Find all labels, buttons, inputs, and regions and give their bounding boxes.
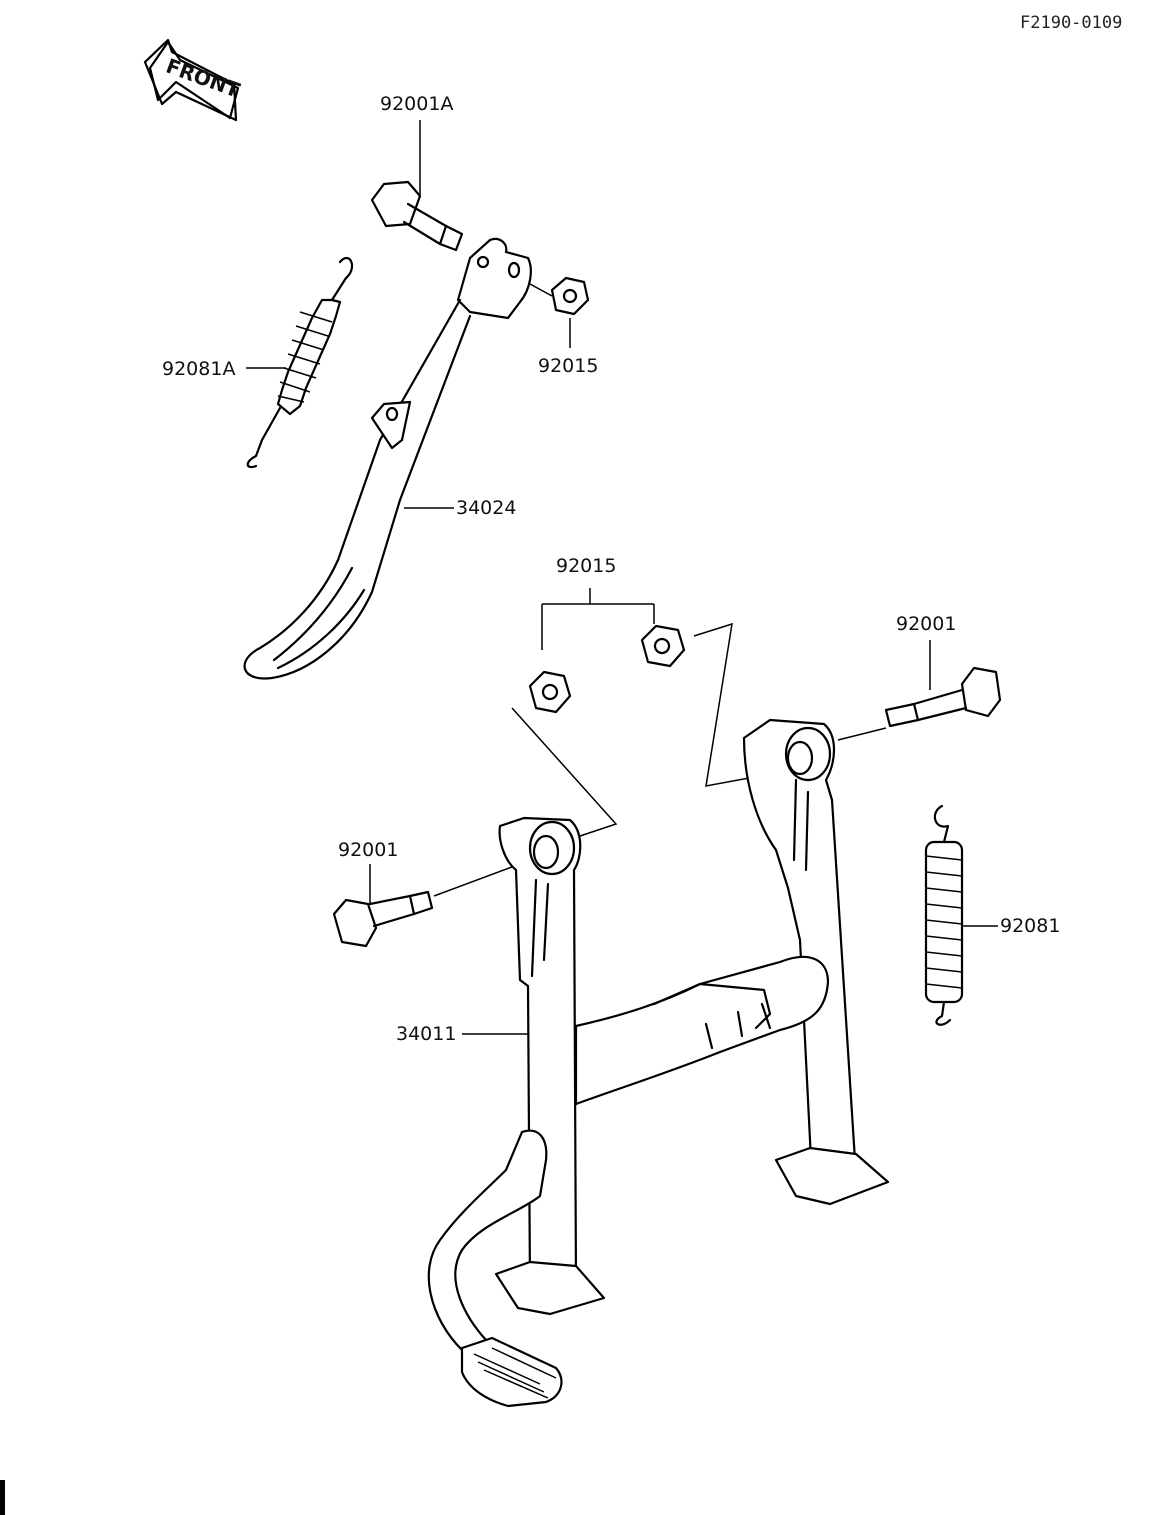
center-stand-nut-left-icon — [528, 670, 572, 714]
leader-nut-to-left-stand — [511, 707, 618, 837]
side-stand-nut-icon — [529, 276, 590, 316]
label-92001A: 92001A — [380, 93, 453, 115]
label-34024: 34024 — [456, 497, 516, 519]
center-stand-spring-icon — [924, 804, 964, 1026]
label-92081A: 92081A — [162, 358, 235, 380]
center-stand-nut-right-icon — [640, 624, 686, 668]
side-stand-spring-icon — [246, 256, 354, 469]
front-arrow-icon: FRONT — [143, 38, 243, 122]
center-stand-bolt-right-icon — [884, 666, 1002, 728]
label-92015-side: 92015 — [538, 355, 598, 377]
center-stand-bolt-left-icon — [332, 890, 434, 948]
label-92081: 92081 — [1000, 915, 1060, 937]
side-stand-bolt-icon — [370, 180, 464, 252]
side-stand-icon — [243, 237, 532, 680]
label-92001-left: 92001 — [338, 839, 398, 861]
leader-bolt-right-axis — [837, 727, 887, 741]
label-92015-center: 92015 — [556, 555, 616, 577]
leader-92015-center — [541, 588, 655, 650]
label-34011: 34011 — [396, 1023, 456, 1045]
center-stand-icon — [427, 718, 890, 1408]
edge-mark — [0, 1480, 5, 1515]
label-92001-right: 92001 — [896, 613, 956, 635]
drawing-code: F2190-0109 — [1020, 13, 1122, 33]
leader-nut-to-right-stand — [693, 622, 761, 787]
